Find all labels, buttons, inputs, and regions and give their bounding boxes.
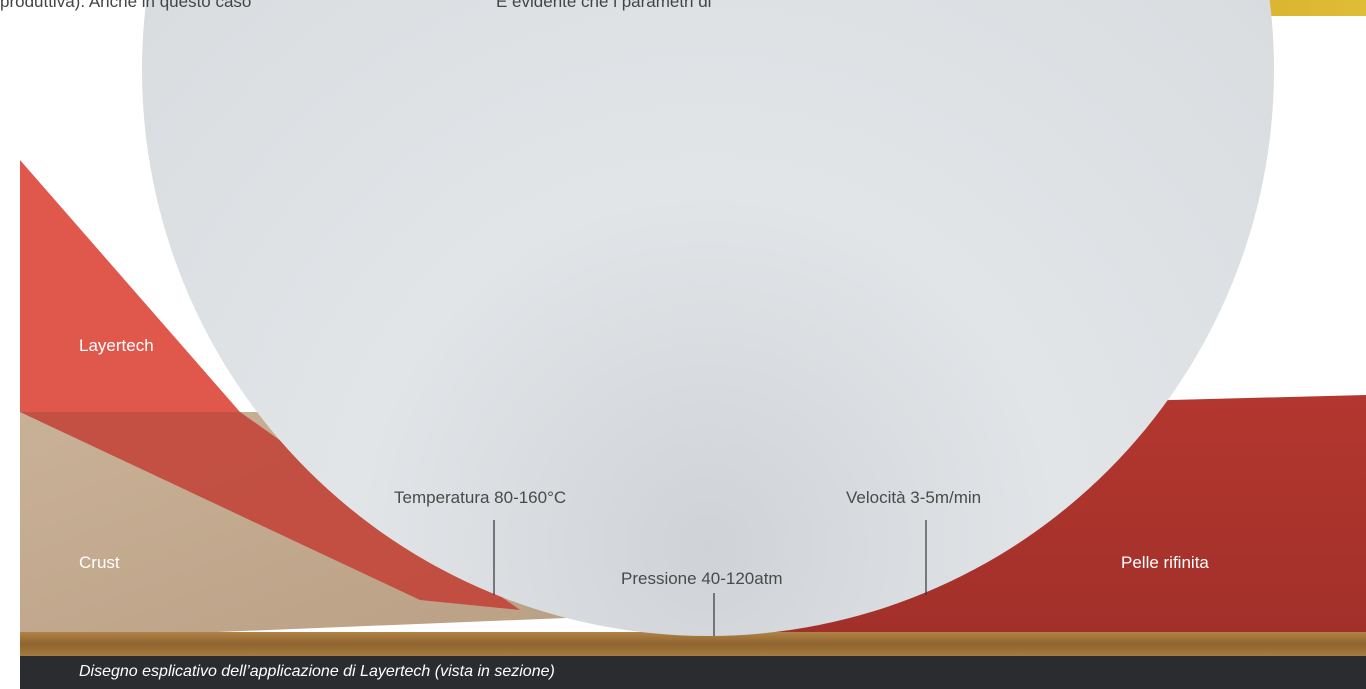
layertech-film-left [20,160,240,412]
label-temperature: Temperatura 80-160°C [394,488,567,507]
wooden-base [20,632,1366,656]
article-text-column-1: produttiva). Anche in questo caso [0,0,252,11]
layertech-film-shadow [20,412,520,610]
article-text-column-2: È evidente che i parametri di [496,0,712,11]
figure-caption: Disegno esplicativo dell’applicazione di… [79,663,555,680]
label-layertech: Layertech [79,336,154,355]
label-crust: Crust [79,553,120,572]
label-finished-leather: Pelle rifinita [1121,553,1209,572]
label-pressure: Pressione 40-120atm [621,569,783,588]
roller-cylinder [142,0,1274,636]
label-speed: Velocità 3-5m/min [846,488,982,507]
caption-bar: Disegno esplicativo dell’applicazione di… [20,656,1366,689]
